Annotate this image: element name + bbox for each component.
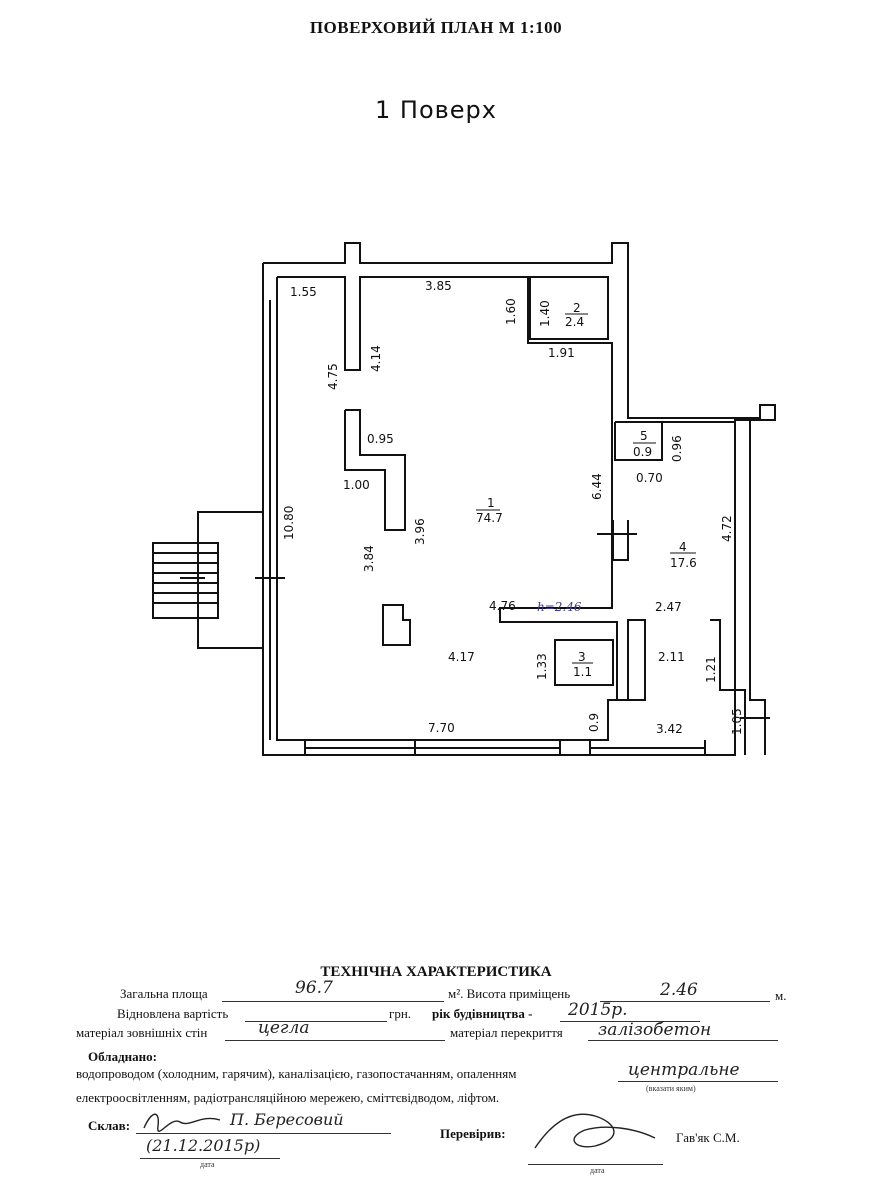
signature-icon xyxy=(143,1113,221,1132)
dim-label: 1.00 xyxy=(343,478,370,492)
heating-hint: (вказати яким) xyxy=(646,1084,696,1093)
equipped-text-2: електроосвітленням, радіотрансляційною м… xyxy=(76,1090,500,1105)
tech-title: ТЕХНІЧНА ХАРАКТЕРИСТИКА xyxy=(320,964,552,980)
restored-cost-line xyxy=(245,1006,387,1022)
compiled-line xyxy=(136,1118,391,1134)
dim-label: 1.33 xyxy=(535,653,549,680)
height-line xyxy=(600,986,770,1002)
compiled-label: Склав: xyxy=(88,1118,131,1133)
room-3-area: 1.1 xyxy=(573,665,592,679)
currency-label: грн. xyxy=(389,1006,412,1021)
checked-name: Гав'як С.М. xyxy=(676,1130,740,1145)
height-note: h=2.46 xyxy=(537,600,582,614)
dim-label: 7.70 xyxy=(428,721,455,735)
dim-label: 0.9 xyxy=(587,713,601,732)
room-2-area: 2.4 xyxy=(565,315,584,329)
dim-label: 6.44 xyxy=(590,473,604,500)
room-2-number: 2 xyxy=(573,301,581,315)
dim-label: 3.96 xyxy=(413,518,427,545)
room-5-area: 0.9 xyxy=(633,445,652,459)
checked-line xyxy=(528,1150,663,1165)
heating-value: центральне xyxy=(628,1060,740,1080)
inner-wall-outline xyxy=(276,276,646,741)
checked-date-hint: дата xyxy=(590,1166,605,1175)
ceiling-line xyxy=(588,1025,778,1041)
dim-label: 1.55 xyxy=(290,285,317,299)
compiled-name: П. Бересовий xyxy=(230,1110,344,1129)
dim-label: 0.96 xyxy=(670,435,684,462)
room-3-number: 3 xyxy=(578,650,586,664)
total-area-line xyxy=(222,986,444,1002)
dim-label: 3.42 xyxy=(656,722,683,736)
dim-label: 0.70 xyxy=(636,471,663,485)
outer-wall xyxy=(262,242,776,756)
dim-label: 2.11 xyxy=(658,650,685,664)
year-line xyxy=(560,1006,700,1022)
dim-label: 4.17 xyxy=(448,650,475,664)
dim-label: 4.72 xyxy=(720,515,734,542)
checked-label: Перевірив: xyxy=(440,1126,506,1141)
total-area-unit: м². Висота приміщень xyxy=(448,986,571,1001)
year-label: рік будівництва - xyxy=(432,1006,533,1021)
equipped-text-1: водопроводом (холодним, гарячим), каналі… xyxy=(76,1066,517,1081)
total-area-value: 96.7 xyxy=(295,978,333,998)
dim-label: 1.60 xyxy=(504,298,518,325)
floor-label: 1 Поверх xyxy=(375,96,497,124)
walls-line xyxy=(225,1025,445,1041)
heating-line xyxy=(618,1066,778,1082)
room-1-area: 74.7 xyxy=(476,511,503,525)
walls-label: матеріал зовнішніх стін xyxy=(76,1025,208,1040)
equipped-label: Обладнано: xyxy=(88,1049,157,1064)
dim-label: 3.85 xyxy=(425,279,452,293)
dim-label: 1.21 xyxy=(704,656,718,683)
total-area-label: Загальна площа xyxy=(120,986,208,1001)
ceiling-label: матеріал перекриття xyxy=(450,1025,563,1040)
room-1-number: 1 xyxy=(487,496,495,510)
compiled-date: (21.12.2015р) xyxy=(146,1136,261,1155)
dim-label: 4.75 xyxy=(326,363,340,390)
dim-label: 1.91 xyxy=(548,346,575,360)
height-value: 2.46 xyxy=(660,980,698,1000)
checker-signature-icon xyxy=(534,1113,656,1149)
floor-plan: 1.55 3.85 1.60 1.40 1.91 4.75 4.14 0.95 … xyxy=(152,242,776,756)
dim-label: 0.95 xyxy=(367,432,394,446)
plan-title: ПОВЕРХОВИЙ ПЛАН М 1:100 xyxy=(309,18,563,37)
ceiling-value: залізобетон xyxy=(598,1020,712,1040)
dim-label: 10.80 xyxy=(282,506,296,540)
dim-label: 4.76 xyxy=(489,599,516,613)
dim-label: 2.47 xyxy=(655,600,682,614)
room-4-number: 4 xyxy=(679,540,687,554)
dim-label: 4.14 xyxy=(369,345,383,372)
dim-label: 1.40 xyxy=(538,300,552,327)
room-5-number: 5 xyxy=(640,429,648,443)
date-hint: дата xyxy=(200,1160,215,1169)
dim-label: 3.84 xyxy=(362,545,376,572)
walls-value: цегла xyxy=(258,1018,310,1038)
restored-cost-label: Відновлена вартість xyxy=(117,1006,229,1021)
dim-label: 1.05 xyxy=(730,708,744,735)
room-4-area: 17.6 xyxy=(670,556,697,570)
date-line xyxy=(140,1144,280,1159)
height-unit: м. xyxy=(775,988,787,1003)
year-value: 2015р. xyxy=(568,1000,628,1020)
